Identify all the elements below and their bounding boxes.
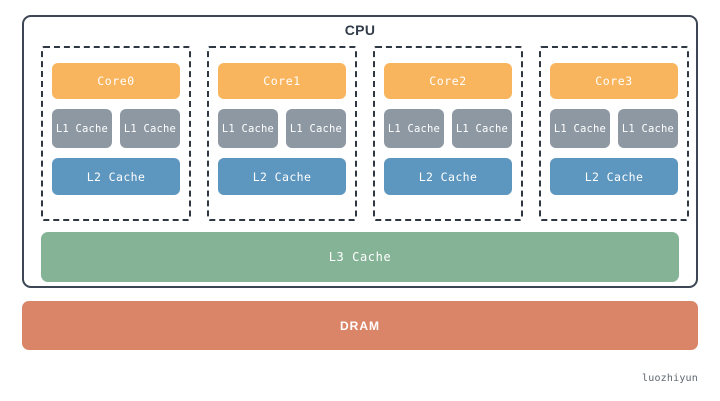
core-box-2: Core2 <box>384 63 512 99</box>
l1-cache-box-2-1: L1 Cache <box>452 109 512 148</box>
l1-cache-row-0: L1 Cache L1 Cache <box>52 109 180 148</box>
l1-cache-box-0-1: L1 Cache <box>120 109 180 148</box>
cpu-container: CPU Core0 L1 Cache L1 Cache L2 Cache Cor… <box>22 15 698 288</box>
l1-cache-row-2: L1 Cache L1 Cache <box>384 109 512 148</box>
l2-cache-box-2: L2 Cache <box>384 158 512 195</box>
l1-cache-box-0-0: L1 Cache <box>52 109 112 148</box>
core-group-3: Core3 L1 Cache L1 Cache L2 Cache <box>539 46 689 221</box>
l1-cache-row-3: L1 Cache L1 Cache <box>550 109 678 148</box>
core-group-1: Core1 L1 Cache L1 Cache L2 Cache <box>207 46 357 221</box>
l2-cache-box-1: L2 Cache <box>218 158 346 195</box>
dram-box: DRAM <box>22 301 698 350</box>
core-box-0: Core0 <box>52 63 180 99</box>
l1-cache-box-3-1: L1 Cache <box>618 109 678 148</box>
l1-cache-row-1: L1 Cache L1 Cache <box>218 109 346 148</box>
l3-cache-box: L3 Cache <box>41 232 679 282</box>
l1-cache-box-3-0: L1 Cache <box>550 109 610 148</box>
l1-cache-box-1-1: L1 Cache <box>286 109 346 148</box>
core-group-0: Core0 L1 Cache L1 Cache L2 Cache <box>41 46 191 221</box>
l2-cache-box-3: L2 Cache <box>550 158 678 195</box>
l1-cache-box-1-0: L1 Cache <box>218 109 278 148</box>
l2-cache-box-0: L2 Cache <box>52 158 180 195</box>
watermark-label: luozhiyun <box>642 373 698 384</box>
l1-cache-box-2-0: L1 Cache <box>384 109 444 148</box>
core-box-3: Core3 <box>550 63 678 99</box>
core-box-1: Core1 <box>218 63 346 99</box>
cpu-title: CPU <box>344 22 376 38</box>
core-group-2: Core2 L1 Cache L1 Cache L2 Cache <box>373 46 523 221</box>
